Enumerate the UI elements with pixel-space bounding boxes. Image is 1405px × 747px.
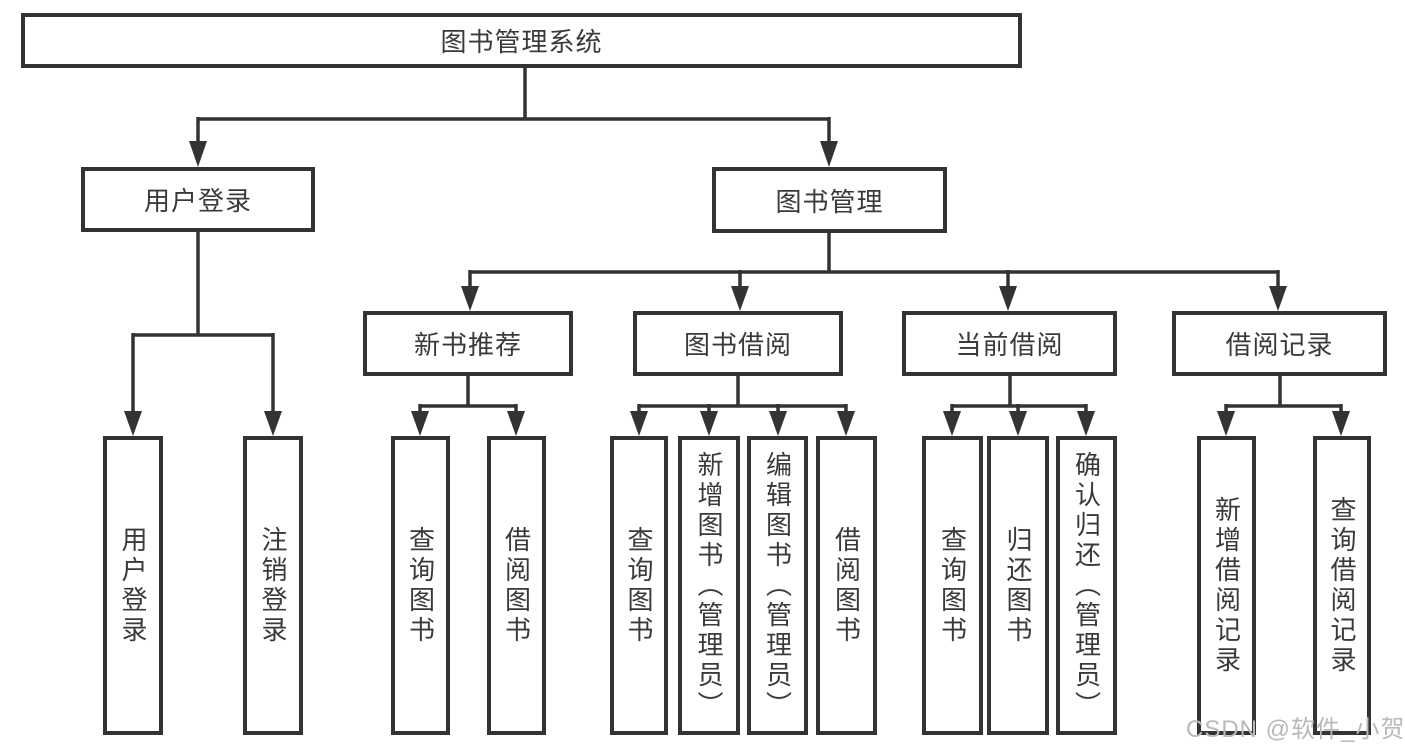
leaf-query-books-borrow-label: 查询图书 xyxy=(624,525,654,646)
connector-mgmt-to-level3 xyxy=(461,232,1287,311)
leaf-confirm-return-admin: 确认归还（管理员） xyxy=(1056,436,1117,735)
connector-records-to-leaves xyxy=(1217,375,1350,436)
leaf-edit-book-admin-label: 编辑图书（管理员） xyxy=(762,450,793,721)
leaf-user-login: 用户登录 xyxy=(103,436,163,735)
watermark: CSDN @软件_小贺同学 xyxy=(1186,716,1405,743)
node-book-borrow-label: 图书借阅 xyxy=(683,330,792,360)
node-new-book-recommend-label: 新书推荐 xyxy=(413,330,522,360)
leaf-query-books-current-label: 查询图书 xyxy=(937,525,968,646)
leaf-query-books-recommend-label: 查询图书 xyxy=(405,525,436,646)
leaf-query-books-current: 查询图书 xyxy=(922,436,983,735)
node-borrow-records-label: 借阅记录 xyxy=(1225,330,1334,360)
leaf-add-book-admin: 新增图书（管理员） xyxy=(678,436,740,735)
connector-login-to-leaves xyxy=(124,231,282,436)
leaf-confirm-return-admin-label: 确认归还（管理员） xyxy=(1071,450,1102,721)
node-root-label: 图书管理系统 xyxy=(440,27,603,57)
node-user-login-label: 用户登录 xyxy=(143,186,252,216)
leaf-add-borrow-record-label: 新增借阅记录 xyxy=(1211,495,1242,676)
connector-current-to-leaves xyxy=(943,375,1095,436)
leaf-add-borrow-record: 新增借阅记录 xyxy=(1197,436,1256,735)
leaf-borrow-books-recommend-label: 借阅图书 xyxy=(501,525,532,646)
node-current-borrow-label: 当前借阅 xyxy=(955,330,1064,360)
connector-root-to-level2 xyxy=(189,66,838,167)
leaf-query-borrow-record: 查询借阅记录 xyxy=(1313,436,1371,735)
leaf-query-borrow-record-label: 查询借阅记录 xyxy=(1327,495,1357,676)
node-book-borrow: 图书借阅 xyxy=(633,311,843,376)
connector-borrow-to-leaves xyxy=(630,375,855,436)
leaf-logout: 注销登录 xyxy=(243,436,303,735)
node-book-management-label: 图书管理 xyxy=(775,186,884,217)
leaf-return-book: 归还图书 xyxy=(987,436,1049,735)
node-borrow-records: 借阅记录 xyxy=(1172,311,1387,376)
leaf-edit-book-admin: 编辑图书（管理员） xyxy=(747,436,808,735)
node-current-borrow: 当前借阅 xyxy=(902,311,1117,376)
leaf-borrow-books-label: 借阅图书 xyxy=(831,525,862,646)
leaf-return-book-label: 归还图书 xyxy=(1003,525,1033,646)
leaf-query-books-recommend: 查询图书 xyxy=(391,436,450,735)
node-new-book-recommend: 新书推荐 xyxy=(363,311,573,376)
node-root-library-system: 图书管理系统 xyxy=(21,13,1022,68)
node-book-management: 图书管理 xyxy=(712,167,947,233)
leaf-borrow-books: 借阅图书 xyxy=(816,436,877,735)
leaf-logout-label: 注销登录 xyxy=(258,525,288,646)
connector-recommend-to-leaves xyxy=(411,375,525,436)
node-user-login: 用户登录 xyxy=(81,167,315,232)
leaf-borrow-books-recommend: 借阅图书 xyxy=(487,436,546,735)
leaf-add-book-admin-label: 新增图书（管理员） xyxy=(694,450,724,721)
leaf-query-books-borrow: 查询图书 xyxy=(610,436,668,735)
leaf-user-login-label: 用户登录 xyxy=(118,525,148,646)
